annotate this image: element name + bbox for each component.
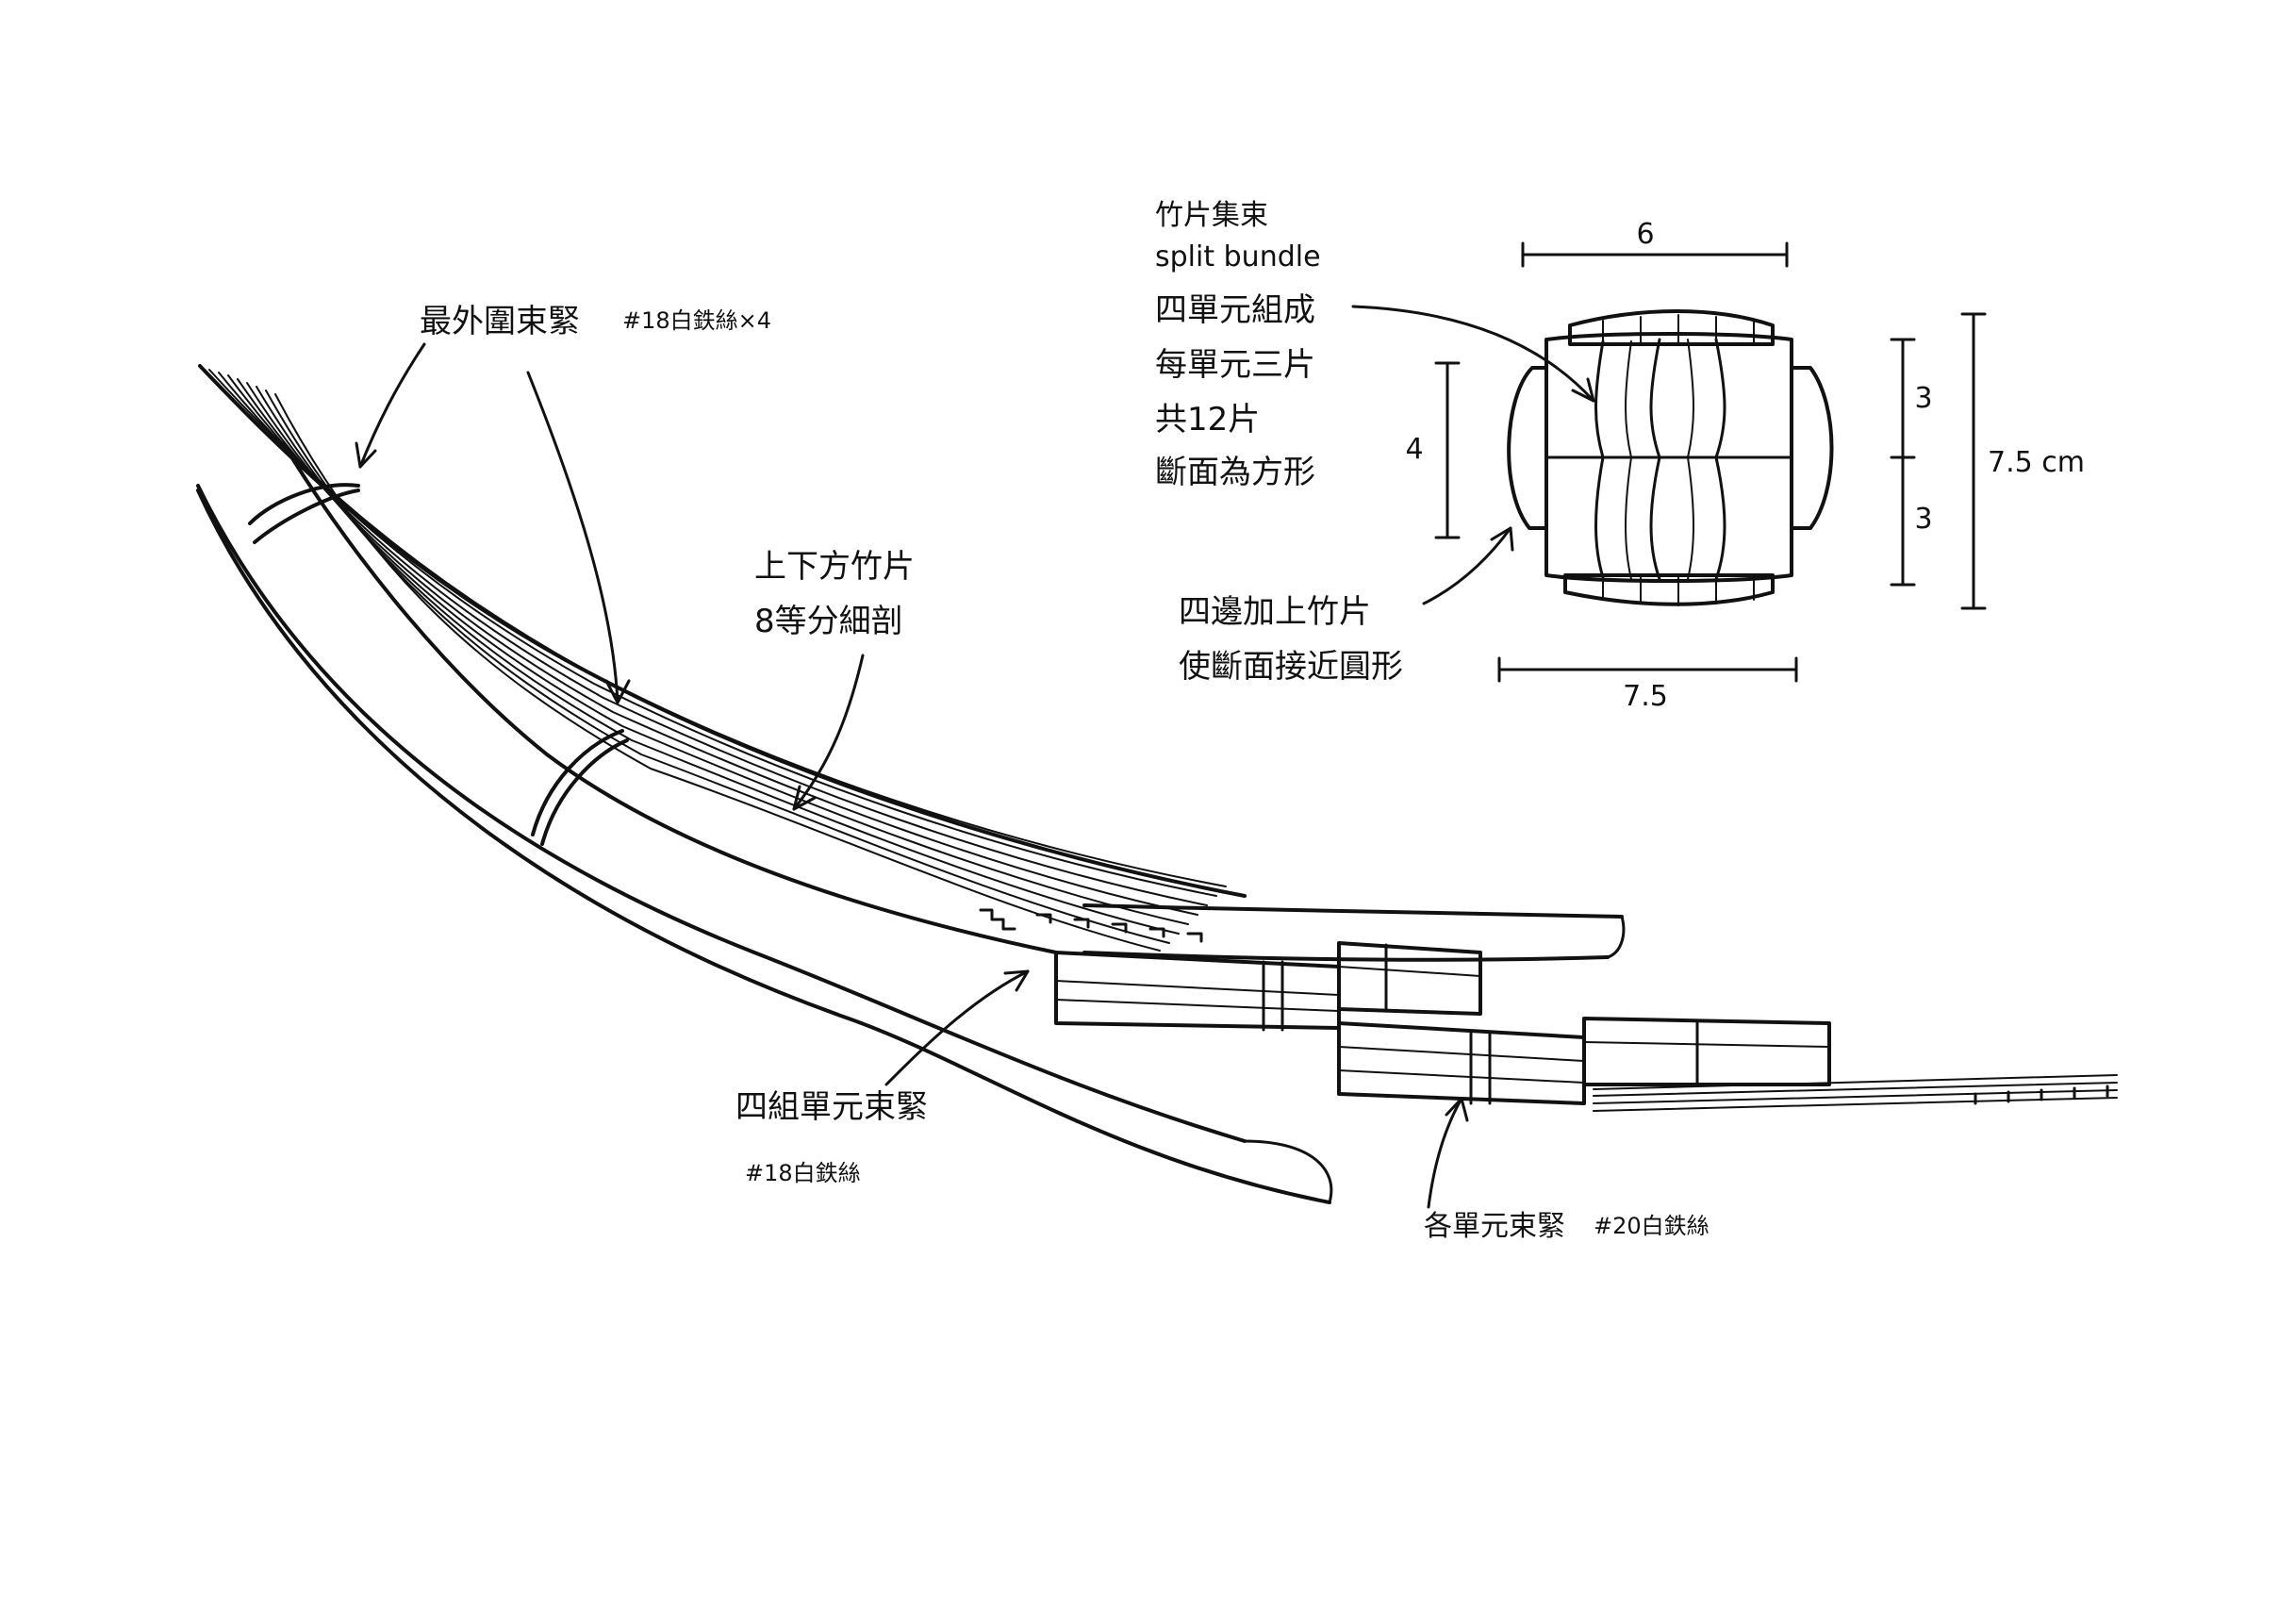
section-left-cap — [1507, 366, 1548, 530]
dim-label-upper-height: 3 — [1914, 382, 1932, 415]
label-outer-binding: 最外圍束緊 — [420, 303, 580, 340]
label-split-8: 8等分細剖 — [754, 603, 903, 640]
dim-label-bottom-width: 7.5 — [1623, 680, 1668, 713]
section-strips — [1594, 338, 1726, 581]
leader-arrows — [355, 305, 1595, 1209]
label-round-section: 使斷面接近圓形 — [1179, 648, 1403, 686]
dim-label-left-height: 4 — [1405, 433, 1423, 466]
section-right-cap — [1790, 366, 1834, 530]
arrow-units-four — [1351, 305, 1595, 403]
label-total-12: 共12片 — [1155, 401, 1260, 439]
section-bottom-cap — [1563, 573, 1775, 606]
notch-steps — [979, 908, 1203, 943]
curved-bamboo-bundle — [196, 364, 2118, 1204]
outer-strip-bottom-edge — [196, 489, 1331, 1204]
label-top-bottom: 上下方竹片 — [754, 548, 915, 586]
section-body — [1544, 332, 1793, 583]
outer-strip-top-edge — [196, 484, 1247, 1143]
outer-binding-wire-2b — [540, 738, 629, 846]
unit-block-2 — [1337, 941, 1482, 1016]
label-units-four: 四單元組成 — [1155, 291, 1315, 329]
outer-binding-wire-2 — [531, 729, 624, 836]
label-bundle-zh: 竹片集束 — [1155, 199, 1268, 232]
label-square-section: 斷面為方形 — [1155, 454, 1315, 491]
arrow-four-groups — [884, 969, 1030, 1086]
label-each-unit-wire: #20白鉄絲 — [1594, 1213, 1710, 1239]
dim-label-top-width: 6 — [1636, 218, 1654, 251]
outer-binding-wire-1 — [248, 483, 360, 525]
outer-strip-end-cap — [1243, 1139, 1333, 1204]
upper-strip-end — [1606, 915, 1626, 959]
dim-label-total-height: 7.5 cm — [1988, 446, 2085, 479]
cap-hatching — [1602, 314, 1755, 606]
upper-strip-top — [1082, 903, 1624, 919]
unit-block-1 — [1054, 951, 1341, 1032]
dim-label-lower-height: 3 — [1914, 503, 1932, 536]
bundle-strands — [208, 369, 1227, 952]
tail-strands — [1593, 1074, 2118, 1112]
arrow-outer-binding-2 — [526, 371, 619, 704]
cross-section — [1507, 309, 1834, 606]
label-four-groups: 四組單元束緊 — [735, 1088, 928, 1126]
arrow-each-unit — [1427, 1097, 1463, 1209]
arrow-split-8 — [792, 654, 865, 811]
label-four-groups-wire: #18白鉄絲 — [745, 1160, 861, 1186]
label-bundle-en: split bundle — [1155, 240, 1321, 273]
label-add-sides: 四邊加上竹片 — [1179, 593, 1371, 631]
annotation-text: 最外圍束緊 #18白鉄絲×4 上下方竹片 8等分細剖 四組單元束緊 #18白鉄絲… — [420, 199, 2085, 1243]
outer-binding-wire-1b — [253, 489, 360, 544]
arrow-outer-binding — [358, 342, 426, 469]
section-top-cap — [1568, 309, 1775, 346]
unit-block-4 — [1582, 1017, 1831, 1086]
arrow-add-sides — [1422, 526, 1512, 605]
label-each-unit: 各單元束緊 — [1424, 1210, 1565, 1243]
bundle-bottom-edge — [281, 441, 1058, 954]
upper-strip-bottom — [1082, 951, 1610, 962]
label-outer-wire: #18白鉄絲×4 — [622, 307, 771, 334]
label-three-each: 每單元三片 — [1155, 346, 1315, 384]
dimension-lines — [1434, 241, 1987, 683]
unit-block-3 — [1337, 1021, 1586, 1105]
